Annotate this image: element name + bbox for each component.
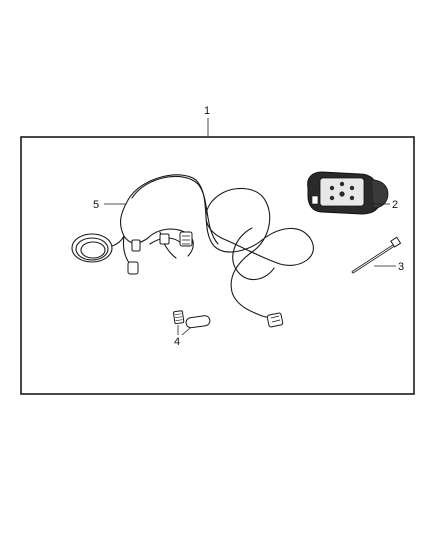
callout-fuse-set-label: 4: [174, 336, 180, 348]
callout-kit[interactable]: 1: [204, 105, 210, 137]
callout-harness[interactable]: 5: [93, 199, 126, 211]
trailer-module: [307, 171, 389, 215]
callout-module[interactable]: 2: [372, 199, 398, 211]
wiring-harness: [71, 174, 314, 328]
callout-fuse-set[interactable]: 4: [174, 325, 191, 348]
callout-cable-tie-label: 3: [398, 261, 404, 273]
callout-fuse-set-leader-b: [181, 327, 191, 336]
callout-harness-label: 5: [93, 199, 99, 211]
kit-boundary-box: [20, 136, 415, 395]
fuse-set: [173, 310, 211, 329]
callout-module-label: 2: [392, 199, 398, 211]
cable-tie: [351, 236, 402, 274]
callout-kit-label: 1: [204, 105, 210, 117]
callout-cable-tie[interactable]: 3: [374, 261, 404, 273]
